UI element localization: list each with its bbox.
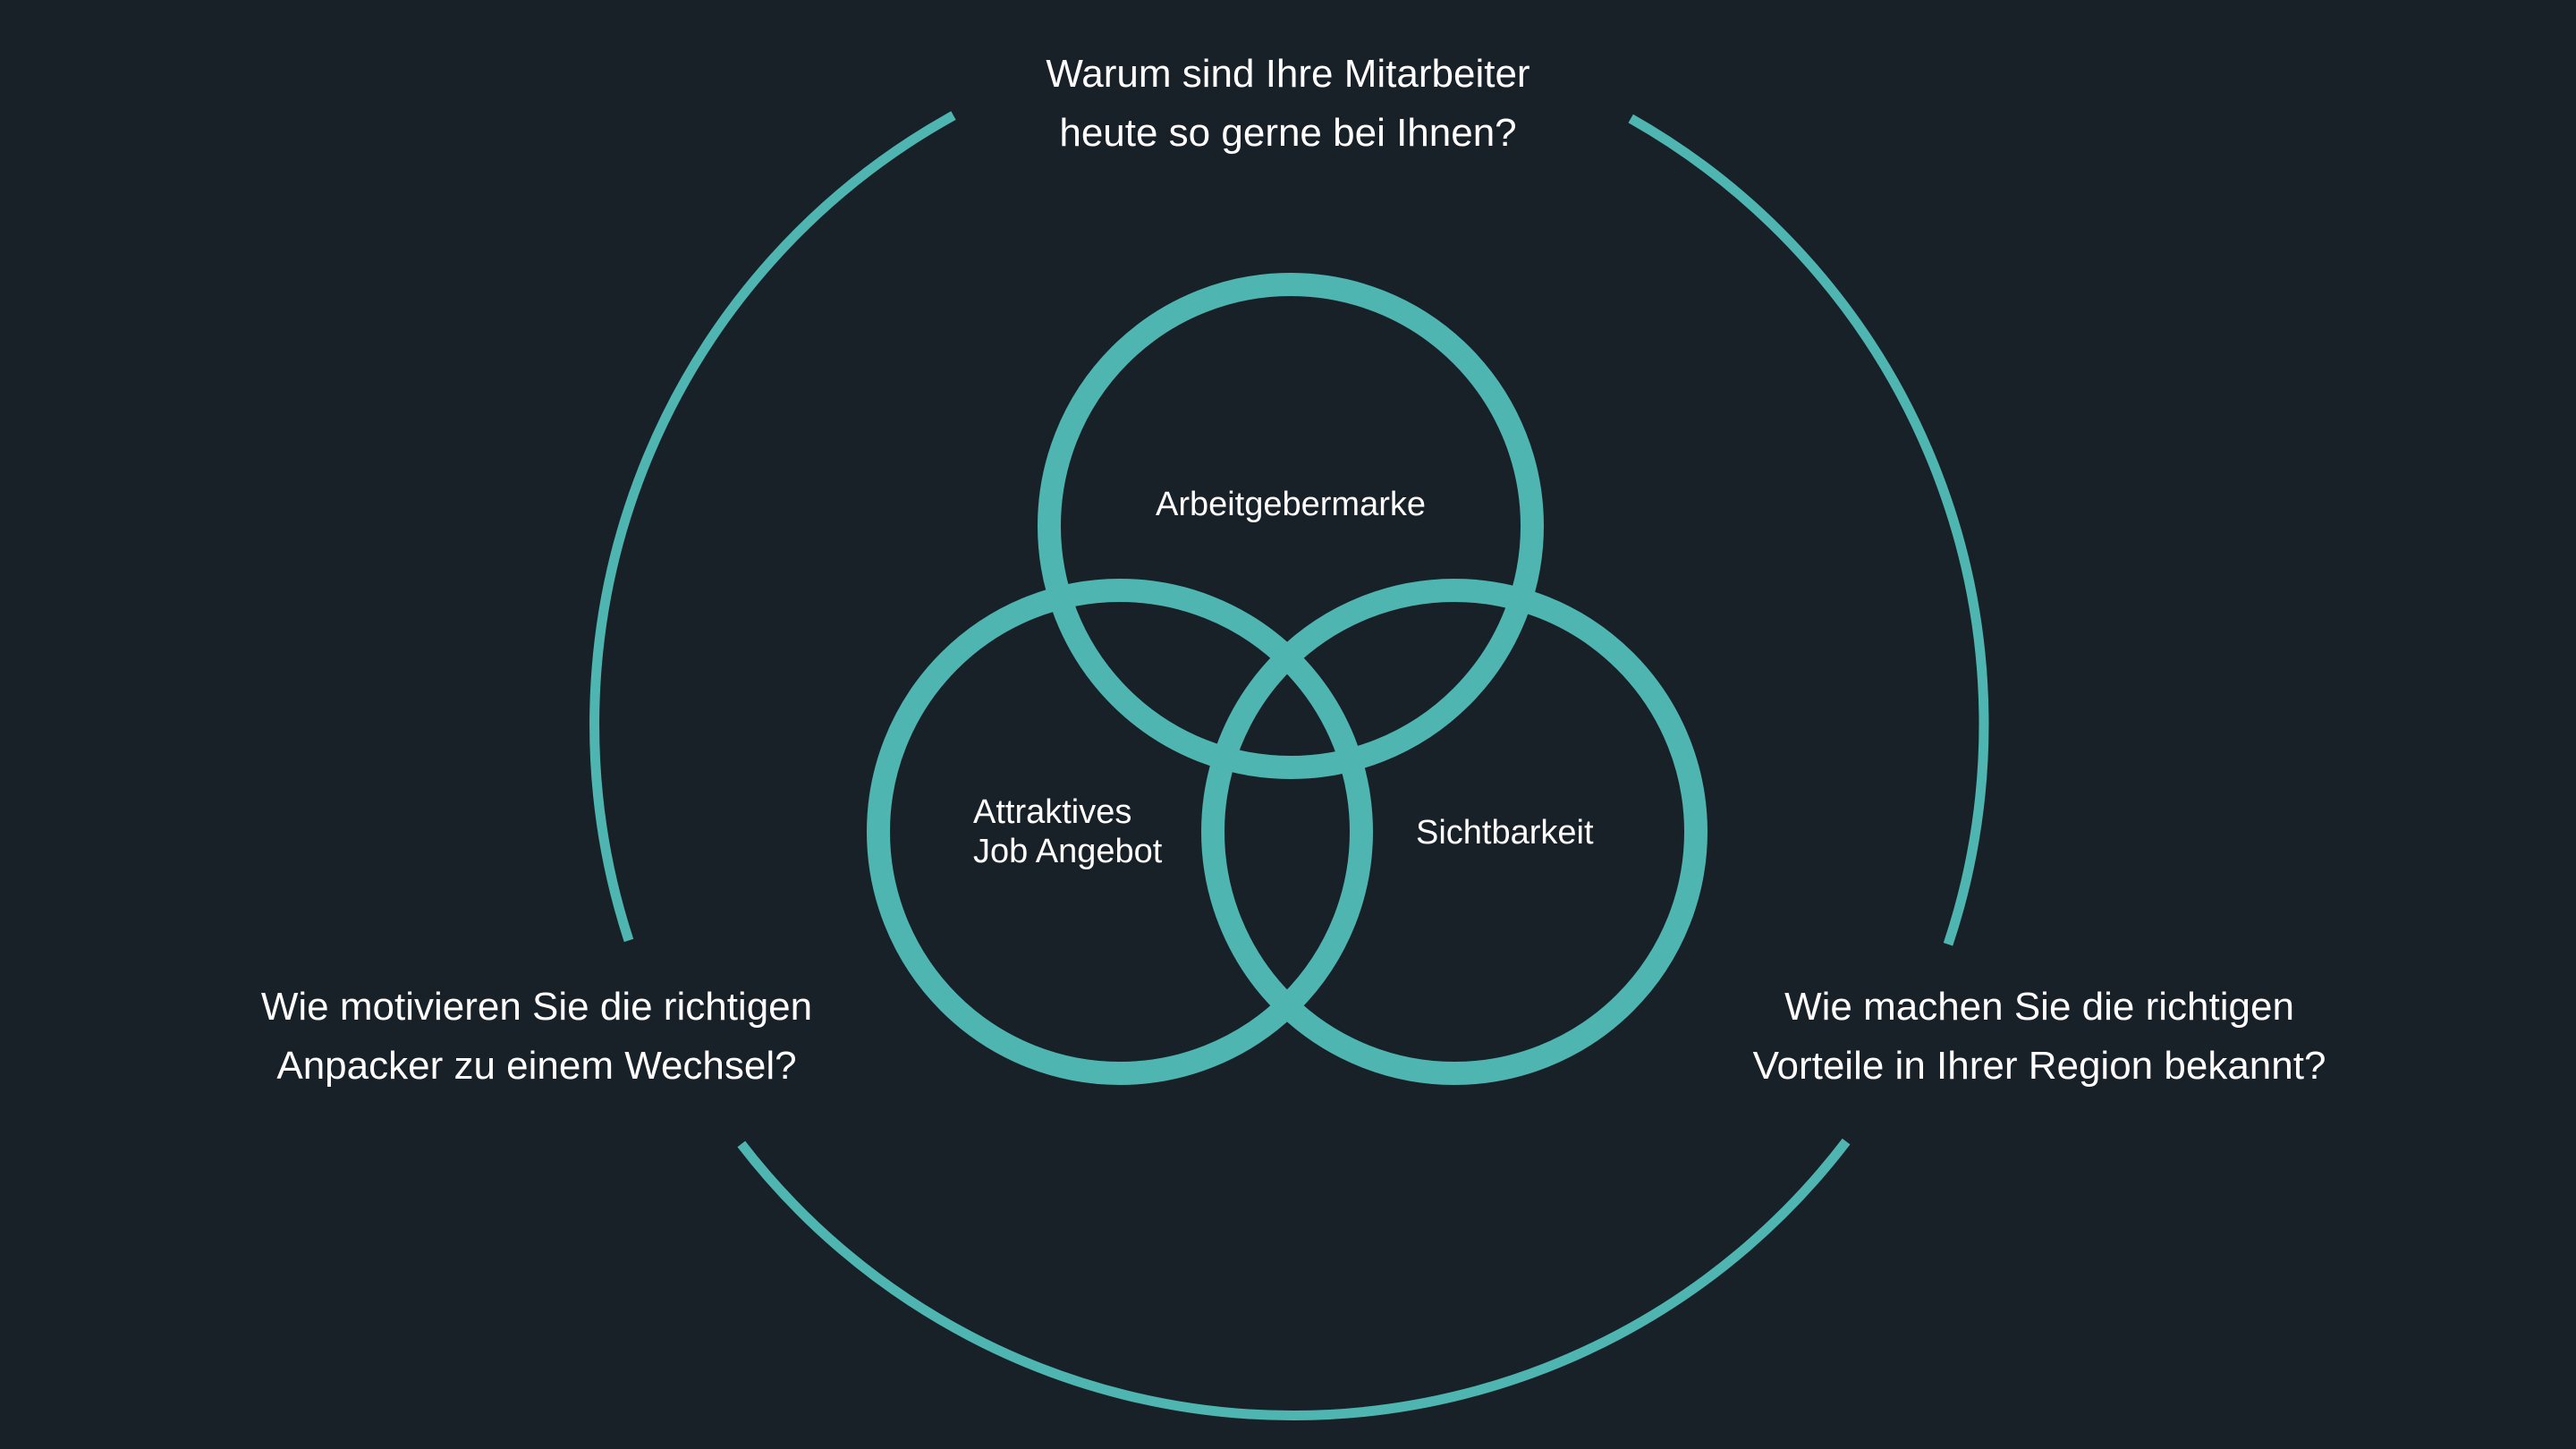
question-right: Wie machen Sie die richtigen Vorteile in… — [1752, 985, 2326, 1088]
venn-label-top: Arbeitgebermarke — [1155, 486, 1427, 523]
outer-arc-right — [1628, 114, 1989, 946]
question-top: Warum sind Ihre Mitarbeiter heute so ger… — [1046, 52, 1530, 155]
venn-circle-left — [867, 579, 1373, 1085]
venn-label-right: Sichtbarkeit — [1416, 814, 1594, 852]
venn-circle-right — [1201, 579, 1707, 1085]
venn-circle-top — [1038, 273, 1544, 779]
venn-label-left: Attraktives Job Angebot — [973, 793, 1163, 870]
outer-arc-left — [589, 111, 956, 943]
outer-arc-bottom — [737, 1138, 1851, 1421]
question-left: Wie motivieren Sie die richtigen Anpacke… — [260, 985, 813, 1088]
